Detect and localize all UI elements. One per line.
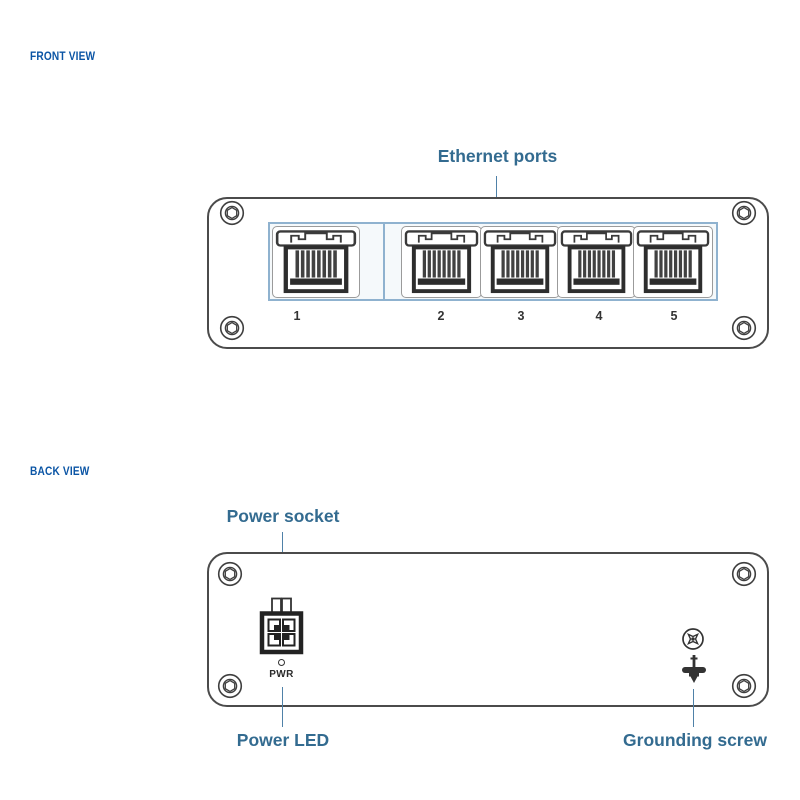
ethernet-port-4 [557, 226, 636, 298]
rj45-port-icon [275, 229, 357, 295]
power-socket-callout: Power socket [226, 506, 340, 526]
power-led-leader-line [282, 687, 283, 727]
power-led-callout: Power LED [236, 730, 330, 750]
rj45-port-icon [404, 229, 479, 295]
ethernet-port-3 [480, 226, 560, 298]
front-view-heading: FRONT VIEW [30, 51, 96, 63]
corner-screw-icon [217, 561, 243, 587]
ethernet-port-2 [401, 226, 482, 298]
pwr-label: PWR [269, 669, 294, 680]
port-number-label: 1 [293, 309, 301, 323]
grounding-screw-callout: Grounding screw [623, 730, 767, 750]
rj45-port-icon [636, 229, 710, 295]
corner-screw-icon [219, 315, 245, 341]
corner-screw-icon [219, 200, 245, 226]
corner-screw-icon [217, 673, 243, 699]
corner-screw-icon [731, 315, 757, 341]
phillips-screw-head-icon [681, 627, 705, 656]
corner-screw-icon [731, 200, 757, 226]
rj45-port-icon [483, 229, 557, 295]
port-number-label: 5 [670, 309, 678, 323]
power-socket-icon [259, 596, 304, 661]
corner-screw-icon [731, 673, 757, 699]
ethernet-port-5 [633, 226, 713, 298]
ethernet-port-1 [272, 226, 360, 298]
port-number-label: 3 [517, 309, 525, 323]
back-view-heading: BACK VIEW [30, 466, 90, 478]
rj45-port-icon [560, 229, 633, 295]
port-number-label: 2 [437, 309, 445, 323]
corner-screw-icon [731, 561, 757, 587]
grounding-screw-leader-line [693, 689, 694, 727]
power-led-icon [278, 659, 285, 666]
port-group-divider [383, 224, 385, 299]
ethernet-ports-callout: Ethernet ports [437, 146, 558, 166]
grounding-screw-icon [680, 654, 708, 692]
port-number-label: 4 [595, 309, 603, 323]
